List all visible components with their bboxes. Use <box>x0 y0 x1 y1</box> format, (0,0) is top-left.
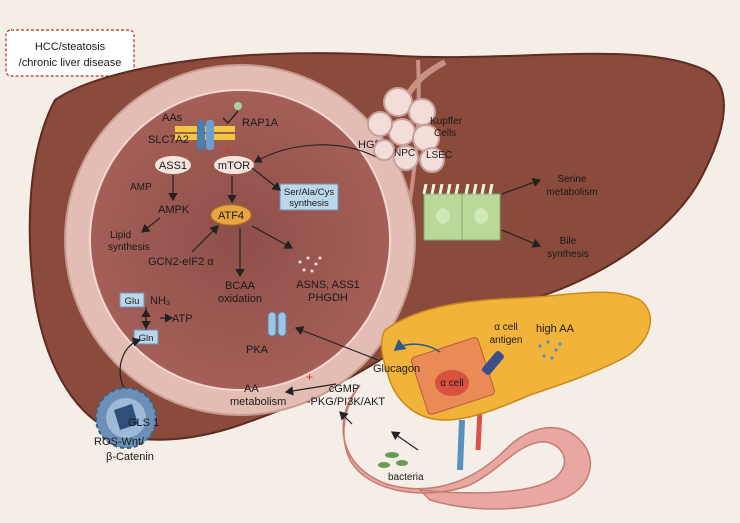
gut-up-arrow <box>339 411 353 425</box>
label-bile2: synthesis <box>547 249 589 260</box>
label-acell2: antigen <box>490 335 523 346</box>
bacteria-arrow <box>391 431 419 451</box>
label-bacteria: bacteria <box>388 472 424 483</box>
label-highaa: high AA <box>536 323 575 335</box>
label-lsec: LSEC <box>426 150 452 161</box>
label-kupffer2: Cells <box>434 128 456 139</box>
alpha-cell-nucleus <box>435 370 469 396</box>
label-ser2: synthesis <box>289 198 329 209</box>
node-atf4 <box>210 204 252 226</box>
pka-arrow <box>294 326 379 361</box>
callout-box <box>5 29 135 77</box>
label-bile1: Bile <box>560 236 577 247</box>
label-glu: Glu <box>125 296 140 307</box>
label-aa2: metabolism <box>230 396 286 408</box>
label-cgmp1: cGMP <box>329 383 360 395</box>
label-aas: AAs <box>162 112 183 124</box>
transporter-icon <box>197 120 205 150</box>
label-cgmp2: -PKG/PI3K/AKT <box>307 396 386 408</box>
callout-line2: /chronic liver disease <box>19 57 122 69</box>
hgf-arrow <box>254 144 379 163</box>
aa-metabolism-arrow <box>284 383 337 396</box>
glu-box <box>119 292 145 308</box>
label-rap1a: RAP1A <box>242 117 279 129</box>
vessel-icon <box>457 419 465 471</box>
label-atp: ATP <box>172 313 193 325</box>
label-pka: PKA <box>246 344 269 356</box>
label-aa1: AA <box>244 383 259 395</box>
checkmark-icon <box>222 110 239 125</box>
npc-cells <box>367 87 445 173</box>
label-serine2: metabolism <box>546 187 597 198</box>
label-bcaa2: oxidation <box>218 293 262 305</box>
plus-mark-1: + <box>224 142 231 156</box>
gls-arrow <box>119 337 142 389</box>
label-ros: ROS-Wnt/ <box>94 436 145 448</box>
label-ser1: Ser/Ala/Cys <box>284 187 334 198</box>
plus-mark-2: + <box>306 370 313 384</box>
aa-dots <box>538 340 562 360</box>
serine-arrow <box>501 177 542 195</box>
label-atf4: ATF4 <box>218 210 244 222</box>
bacteria-icon <box>378 452 408 468</box>
label-acell-center: α cell <box>440 378 464 389</box>
transporter-icon-2 <box>206 120 214 150</box>
node-mtor <box>214 156 254 174</box>
rap1a-dot-icon <box>234 102 242 110</box>
label-acell1: α cell <box>494 322 518 333</box>
label-amp: AMP <box>130 182 152 193</box>
label-gls1: GLS 1 <box>128 417 159 429</box>
label-bcaa1: BCAA <box>225 280 256 292</box>
label-glucagon: Glucagon <box>373 363 420 375</box>
pka-receptor-icon <box>267 311 287 337</box>
label-catenin: β-Catenin <box>106 451 154 463</box>
gut-shape <box>342 384 591 510</box>
callout-line1: HCC/steatosis <box>35 41 106 53</box>
label-lipid2: synthesis <box>108 242 150 253</box>
label-serine1: Serine <box>558 174 587 185</box>
bile-arrow <box>501 229 542 248</box>
antigen-icon <box>482 351 504 375</box>
label-slc7a2: SLC7A2 <box>148 134 189 146</box>
dots-cluster <box>298 256 322 273</box>
glucagon-arrow <box>393 339 441 353</box>
label-npc: NPC <box>394 148 415 159</box>
label-asns1: ASNS, ASS1 <box>296 279 360 291</box>
label-asns2: PHGDH <box>308 292 348 304</box>
label-ampk: AMPK <box>158 204 190 216</box>
label-gln: Gln <box>139 333 154 344</box>
label-nh3: NH₃ <box>150 295 170 307</box>
label-kupffer1: Kupffer <box>430 116 463 127</box>
label-gcn2: GCN2-eIF2 α <box>148 256 214 268</box>
node-ass1 <box>155 156 191 174</box>
vessel-icon-2 <box>475 409 483 451</box>
label-mtor: mTOR <box>218 160 250 172</box>
hepatocytes-icon <box>422 183 501 241</box>
gls1-icon <box>95 387 157 449</box>
cell-arrows <box>141 167 294 330</box>
label-ass1: ASS1 <box>159 160 187 172</box>
ser-box <box>279 183 339 211</box>
label-lipid1: Lipid <box>110 230 131 241</box>
